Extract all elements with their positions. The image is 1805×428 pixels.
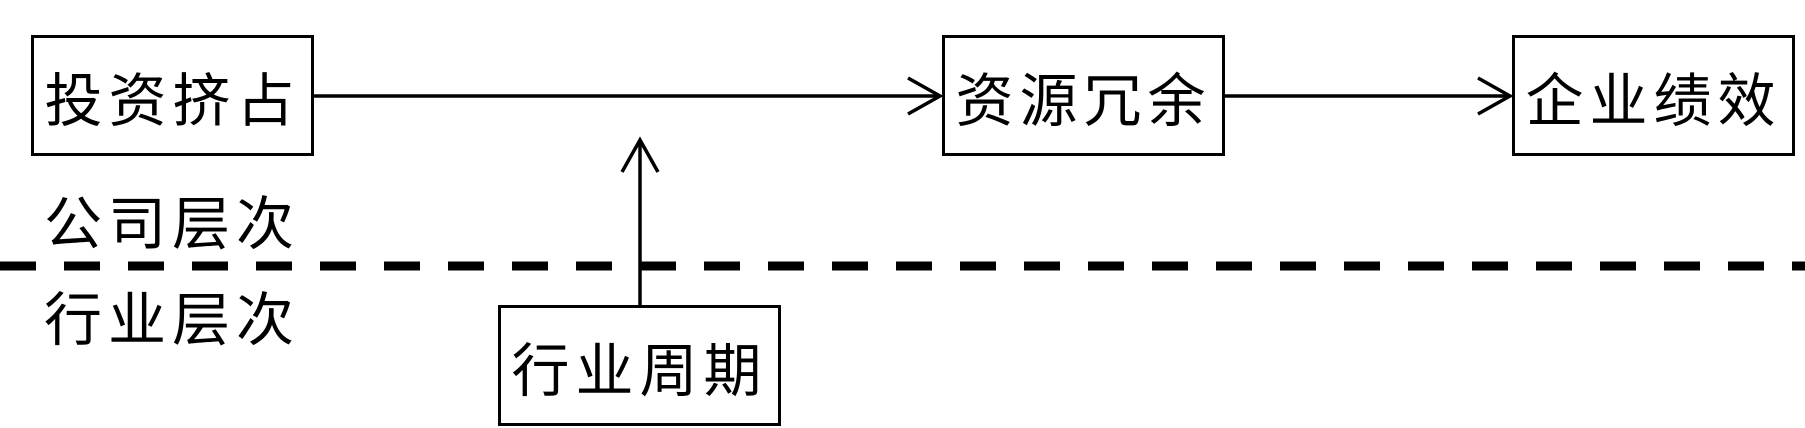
node-investment-crowding: 投资挤占 xyxy=(31,35,314,156)
arrowhead-redundancy xyxy=(907,76,944,116)
node-investment-crowding-label: 投资挤占 xyxy=(44,66,301,135)
node-firm-performance-label: 企业绩效 xyxy=(1525,66,1782,135)
node-resource-redundancy-label: 资源冗余 xyxy=(955,66,1212,135)
arrowhead-moderation xyxy=(620,136,660,173)
node-resource-redundancy: 资源冗余 xyxy=(942,35,1225,156)
firm-level-label: 公司层次 xyxy=(44,190,301,258)
arrowhead-performance xyxy=(1477,76,1514,116)
node-firm-performance: 企业绩效 xyxy=(1512,35,1795,156)
industry-level-label: 行业层次 xyxy=(44,286,301,354)
node-industry-cycle: 行业周期 xyxy=(498,305,781,426)
node-industry-cycle-label: 行业周期 xyxy=(511,336,768,405)
